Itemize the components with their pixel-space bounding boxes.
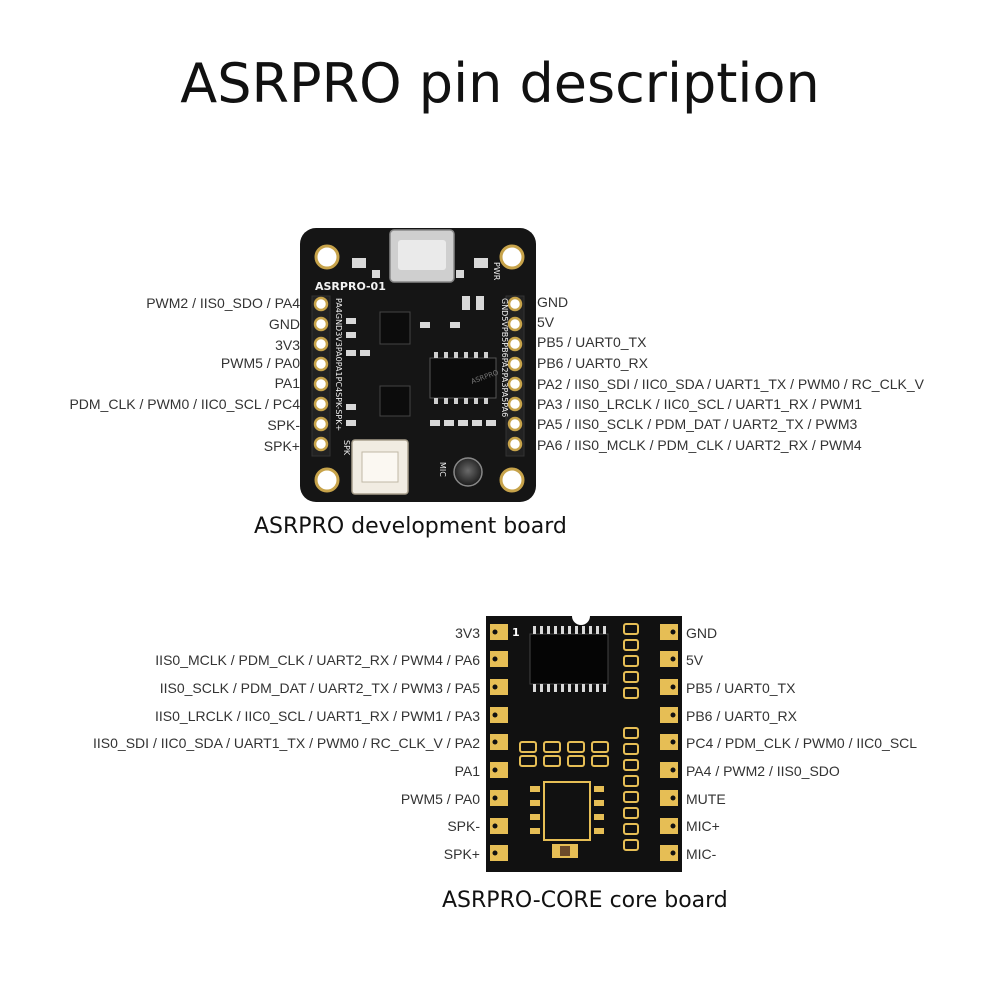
core-left-pin: IIS0_SDI / IIC0_SDA / UART1_TX / PWM0 / … xyxy=(93,735,480,751)
dev-right-pin: GND xyxy=(537,294,569,310)
page-title: ASRPRO pin description xyxy=(180,52,820,115)
silk-spk: SPK xyxy=(342,440,351,456)
dev-right-pin: PA3 / IIS0_LRCLK / IIC0_SCL / UART1_RX /… xyxy=(537,396,862,412)
core-passive-row xyxy=(519,741,609,767)
silk-right-header: GND5VPB5PB6PA2PA3PA5PA6 xyxy=(500,298,509,417)
asrpro-chip xyxy=(429,357,497,399)
pin1-marker: 1 xyxy=(512,626,520,639)
dev-right-header xyxy=(505,295,525,457)
core-right-pin: MUTE xyxy=(686,791,726,807)
core-component-column xyxy=(623,623,639,851)
dev-left-pin: 3V3 xyxy=(275,337,300,353)
core-left-pin: IIS0_MCLK / PDM_CLK / UART2_RX / PWM4 / … xyxy=(155,652,480,668)
amp-chip xyxy=(379,385,411,417)
core-notch-icon xyxy=(572,616,590,625)
regulator-chip xyxy=(379,311,411,345)
silk-pwr: PWR xyxy=(492,262,501,281)
core-small-chip-footprint xyxy=(543,781,591,841)
core-right-pin: MIC- xyxy=(686,846,717,862)
silk-model: ASRPRO-01 xyxy=(315,280,386,293)
dev-right-pin: PB5 / UART0_TX xyxy=(537,334,647,350)
speaker-connector-socket xyxy=(361,451,399,483)
dev-left-pin: PDM_CLK / PWM0 / IIC0_SCL / PC4 xyxy=(69,396,300,412)
mount-hole-icon xyxy=(314,244,340,270)
core-main-chip-pins xyxy=(533,626,606,692)
dev-right-pin: PB6 / UART0_RX xyxy=(537,355,649,371)
core-main-chip xyxy=(529,633,609,685)
dev-passive-components xyxy=(346,270,496,426)
dev-left-pin: PWM2 / IIS0_SDO / PA4 xyxy=(146,295,300,311)
core-left-pin: SPK+ xyxy=(443,846,480,862)
led-icon xyxy=(352,258,366,268)
dev-left-header xyxy=(311,295,331,457)
dev-left-pin: GND xyxy=(268,316,300,332)
core-right-pads xyxy=(660,624,678,861)
core-pad-holes xyxy=(492,629,676,856)
asrpro-chip-pins xyxy=(434,352,488,404)
core-left-pin: SPK- xyxy=(447,818,480,834)
core-right-pin: 5V xyxy=(686,652,704,668)
core-right-pin: PA4 / PWM2 / IIS0_SDO xyxy=(686,763,840,779)
dev-left-pin: SPK- xyxy=(267,417,300,433)
led-icon xyxy=(474,258,488,268)
core-small-chip-pads xyxy=(530,786,604,834)
microphone-icon xyxy=(453,457,483,487)
dev-right-pin: PA2 / IIS0_SDI / IIC0_SDA / UART1_TX / P… xyxy=(537,376,924,392)
core-right-pin: MIC+ xyxy=(686,818,720,834)
core-capacitor-body xyxy=(560,846,570,856)
dev-board-caption: ASRPRO development board xyxy=(254,514,567,539)
dev-left-pin: PWM5 / PA0 xyxy=(220,355,300,371)
usb-c-port-icon xyxy=(398,240,446,270)
core-left-pin: IIS0_LRCLK / IIC0_SCL / UART1_RX / PWM1 … xyxy=(155,708,480,724)
core-board-caption: ASRPRO-CORE core board xyxy=(442,888,728,913)
core-right-pin: PB6 / UART0_RX xyxy=(686,708,798,724)
silk-left-header: PA4GND3V3PA0PA1PC4SPK-SPK+ xyxy=(334,298,343,431)
mount-hole-icon xyxy=(499,467,525,493)
core-left-pin: PA1 xyxy=(454,763,480,779)
dev-right-pin: 5V xyxy=(537,314,555,330)
dev-board: ASRPRO-01 PWR SPK MIC PA4GND3V3PA0PA1PC4… xyxy=(300,228,536,502)
mount-hole-icon xyxy=(499,244,525,270)
core-left-pin: PWM5 / PA0 xyxy=(400,791,480,807)
core-left-pads xyxy=(490,624,508,861)
core-right-pin: PC4 / PDM_CLK / PWM0 / IIC0_SCL xyxy=(686,735,918,751)
silk-mic: MIC xyxy=(438,462,447,477)
core-left-pin: 3V3 xyxy=(455,625,480,641)
dev-right-pin: PA6 / IIS0_MCLK / PDM_CLK / UART2_RX / P… xyxy=(537,437,862,453)
core-board: 1 xyxy=(486,616,682,872)
core-left-pin: IIS0_SCLK / PDM_DAT / UART2_TX / PWM3 / … xyxy=(159,680,480,696)
dev-right-pin: PA5 / IIS0_SCLK / PDM_DAT / UART2_TX / P… xyxy=(537,416,858,432)
dev-left-pin: SPK+ xyxy=(263,438,300,454)
dev-left-pin: PA1 xyxy=(274,375,300,391)
mount-hole-icon xyxy=(314,467,340,493)
core-right-pin: GND xyxy=(686,625,718,641)
core-right-pin: PB5 / UART0_TX xyxy=(686,680,796,696)
